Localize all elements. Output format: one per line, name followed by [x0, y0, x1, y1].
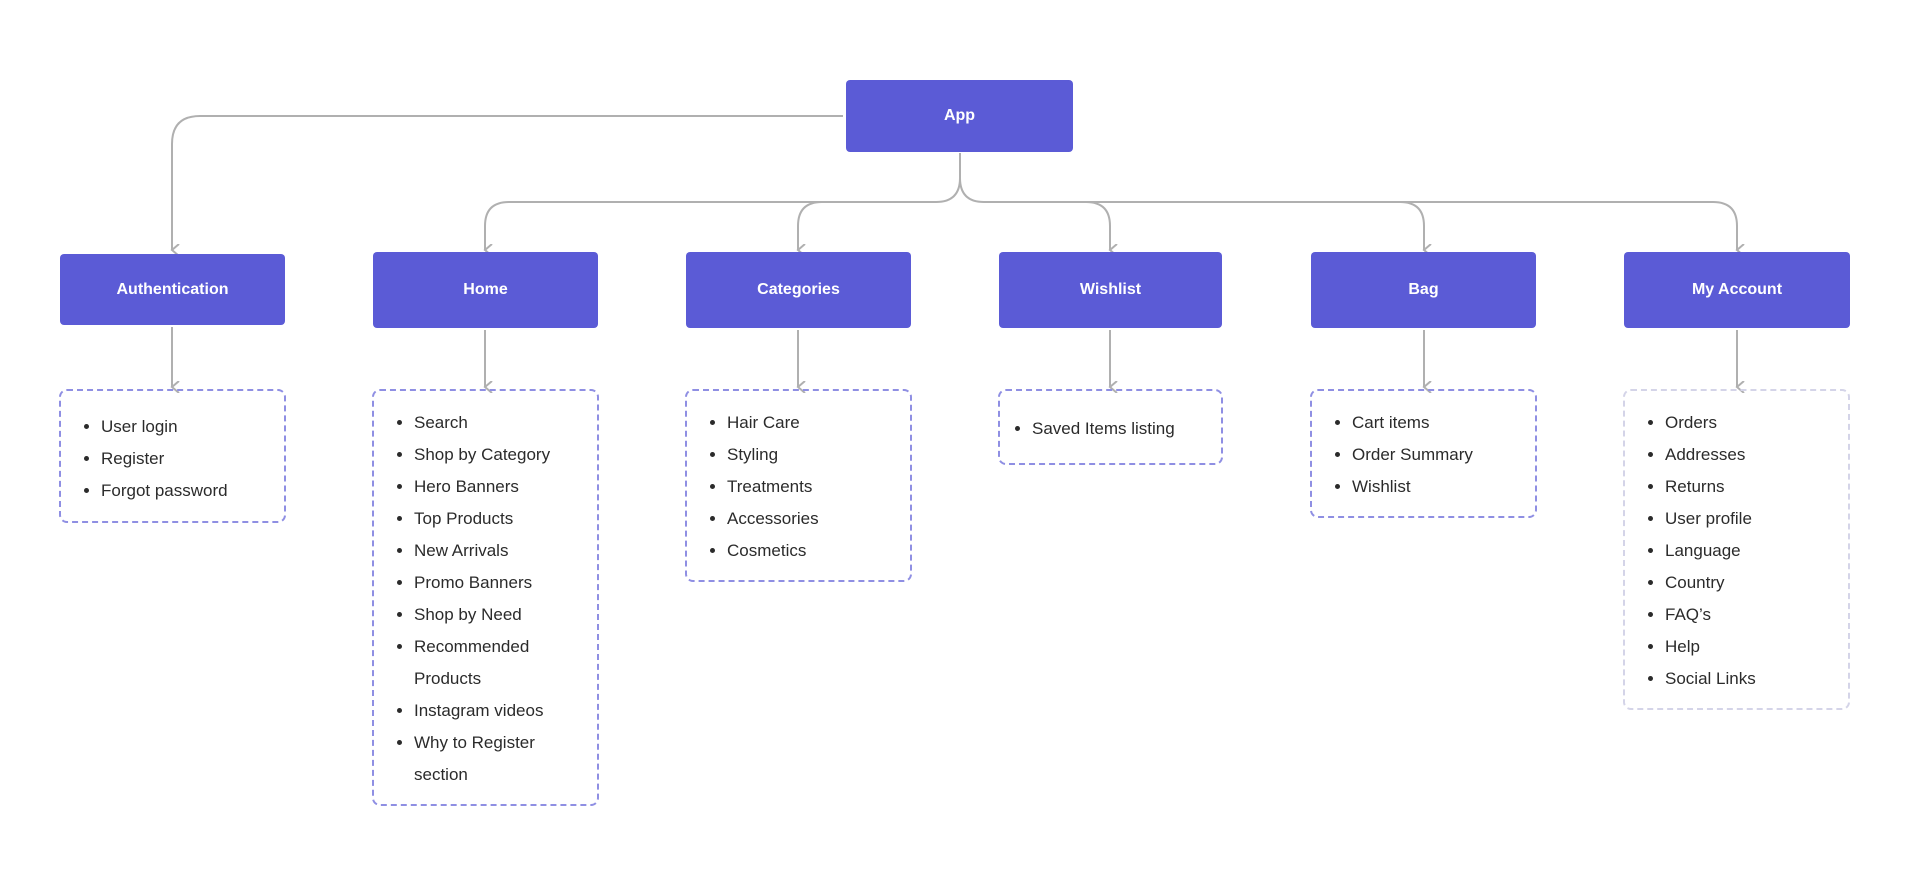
list-item: User login — [101, 411, 284, 443]
list-item: Orders — [1665, 407, 1848, 439]
list-item: Forgot password — [101, 475, 284, 507]
bag-node: Bag — [1311, 252, 1536, 328]
app-node: App — [846, 80, 1073, 152]
categories-node: Categories — [686, 252, 911, 328]
list-item: Saved Items listing — [1032, 413, 1221, 445]
authentication-feature-list: User login Register Forgot password — [59, 389, 286, 523]
list-item: Returns — [1665, 471, 1848, 503]
list-item: Shop by Category — [414, 439, 577, 471]
list-item: Recommended Products — [414, 631, 577, 695]
connector-app-categories — [798, 201, 823, 250]
list-item: Styling — [727, 439, 910, 471]
authentication-node-label: Authentication — [116, 280, 229, 298]
list-item: Instagram videos — [414, 695, 577, 727]
list-item: Treatments — [727, 471, 910, 503]
list-item: FAQ’s — [1665, 599, 1848, 631]
home-node-label: Home — [463, 281, 508, 298]
my-account-node-label: My Account — [1691, 281, 1783, 298]
my-account-node: My Account — [1624, 252, 1850, 328]
list-item: New Arrivals — [414, 535, 577, 567]
list-item: Why to Register section — [414, 727, 577, 791]
list-item: Search — [414, 407, 577, 439]
home-feature-list: Search Shop by Category Hero Banners Top… — [372, 389, 599, 806]
list-item: Wishlist — [1352, 471, 1535, 503]
list-item: Social Links — [1665, 663, 1848, 695]
bag-feature-list: Cart items Order Summary Wishlist — [1310, 389, 1537, 518]
app-node-label: App — [943, 107, 976, 124]
list-item: Top Products — [414, 503, 577, 535]
list-item: Hero Banners — [414, 471, 577, 503]
home-node: Home — [373, 252, 598, 328]
list-item: Register — [101, 443, 284, 475]
list-item: Cart items — [1352, 407, 1535, 439]
list-item: Promo Banners — [414, 567, 577, 599]
list-item: Addresses — [1665, 439, 1848, 471]
list-item: Cosmetics — [727, 535, 910, 567]
connector-app-branch-left — [485, 177, 961, 250]
list-item: Order Summary — [1352, 439, 1535, 471]
categories-node-label: Categories — [757, 281, 840, 298]
list-item: Help — [1665, 631, 1848, 663]
list-item: Country — [1665, 567, 1848, 599]
list-item: Accessories — [727, 503, 910, 535]
list-item: User profile — [1665, 503, 1848, 535]
wishlist-node-label: Wishlist — [1079, 281, 1142, 298]
connector-app-bag — [1399, 201, 1424, 250]
list-item: Hair Care — [727, 407, 910, 439]
list-item: Language — [1665, 535, 1848, 567]
connector-app-branch-right — [959, 177, 1737, 250]
connector-app-wishlist — [1085, 201, 1110, 250]
wishlist-node: Wishlist — [999, 252, 1222, 328]
bag-node-label: Bag — [1408, 281, 1439, 298]
wishlist-feature-list: Saved Items listing — [998, 389, 1223, 465]
my-account-feature-list: Orders Addresses Returns User profile La… — [1623, 389, 1850, 710]
list-item: Shop by Need — [414, 599, 577, 631]
authentication-node: Authentication — [60, 254, 285, 325]
categories-feature-list: Hair Care Styling Treatments Accessories… — [685, 389, 912, 582]
connector-app-authentication — [172, 115, 843, 250]
